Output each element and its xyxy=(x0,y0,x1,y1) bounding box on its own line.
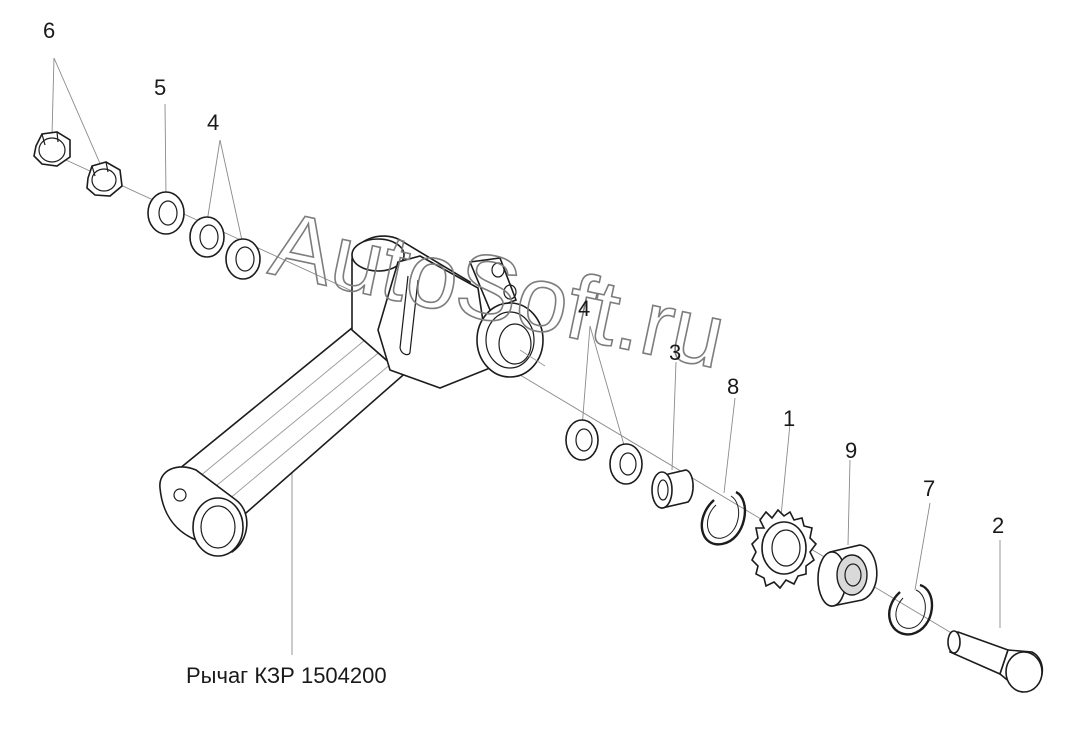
callout-labels: 6 5 4 4 3 8 1 9 7 2 xyxy=(43,18,1004,538)
washer-4-d xyxy=(609,443,643,485)
bearing-9 xyxy=(817,544,878,607)
callout-3: 3 xyxy=(669,340,681,365)
washer-5 xyxy=(147,191,185,235)
leader-lines xyxy=(51,57,1001,655)
pin-2 xyxy=(947,630,1044,693)
lever-body xyxy=(159,235,546,557)
hex-nut-outer xyxy=(33,131,71,167)
callout-2: 2 xyxy=(992,513,1004,538)
sprocket-1 xyxy=(751,508,818,590)
bushing-3 xyxy=(651,469,694,509)
callout-7: 7 xyxy=(923,476,935,501)
washer-4-b xyxy=(225,238,261,280)
callout-6: 6 xyxy=(43,18,55,43)
snap-ring-8 xyxy=(700,490,747,546)
washer-4-c xyxy=(565,419,599,461)
callout-5: 5 xyxy=(154,75,166,100)
hex-nut-inner xyxy=(86,161,123,197)
callout-8: 8 xyxy=(727,374,739,399)
callout-9: 9 xyxy=(845,438,857,463)
callout-4-mid: 4 xyxy=(578,296,590,321)
callout-1: 1 xyxy=(783,406,795,431)
callout-4-top: 4 xyxy=(207,110,219,135)
washer-4-a xyxy=(189,216,225,258)
part-caption: Рычаг КЗР 1504200 xyxy=(186,663,387,688)
snap-ring-7 xyxy=(888,583,934,636)
